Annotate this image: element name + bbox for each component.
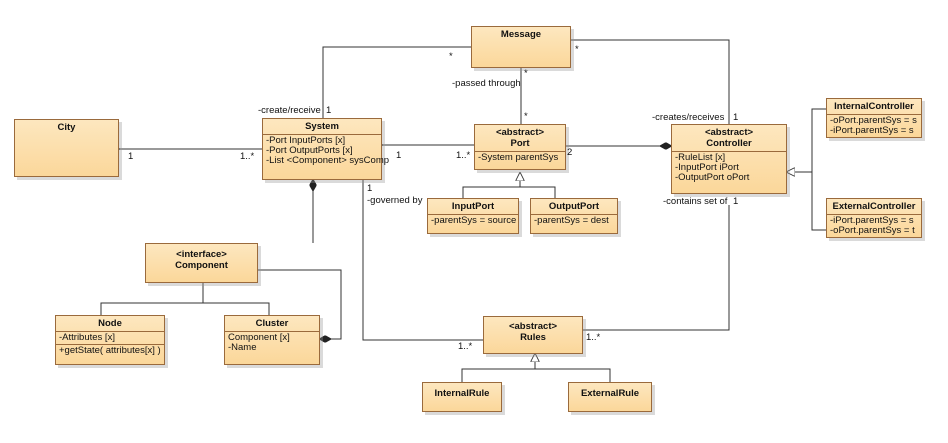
external-rule-class[interactable]: ExternalRule [568, 382, 652, 412]
message-class[interactable]: Message [471, 26, 571, 68]
node-operations: +getState( attributes[x] ) [56, 344, 164, 357]
attribute: -Port OutputPorts [x] [266, 145, 353, 156]
class-name: Controller [706, 138, 752, 149]
multiplicity-label: 1..* [456, 150, 471, 161]
internal-rule-class-name: InternalRule [434, 388, 490, 399]
attribute: -Port InputPorts [x] [266, 135, 346, 146]
role-label: -passed through [452, 78, 521, 89]
multiplicity-label: * [524, 68, 528, 79]
multiplicity-label: 1 [326, 105, 332, 116]
cluster-class-name: Cluster [255, 318, 289, 329]
external-controller-attributes: -iPort.parentSys = s -oPort.parentSys = … [827, 214, 921, 237]
multiplicity-label: 1 [367, 183, 373, 194]
external-controller-class-name: ExternalController [832, 201, 916, 212]
input-port-class[interactable]: InputPort -parentSys = source [427, 198, 519, 234]
stereotype: <abstract> [508, 321, 558, 332]
rules-class-name: <abstract> Rules [484, 317, 582, 345]
class-name: Rules [520, 332, 546, 343]
system-attributes: -Port InputPorts [x] -Port OutputPorts [… [263, 134, 390, 167]
output-port-class-name: OutputPort [548, 201, 600, 212]
multiplicity-label: * [524, 111, 528, 122]
internal-controller-class-name: InternalController [834, 101, 914, 112]
system-class-name: System [305, 121, 339, 132]
external-rule-class-name: ExternalRule [580, 388, 640, 399]
port-class-name: <abstract> Port [475, 125, 565, 151]
multiplicity-label: 1..* [586, 332, 601, 343]
message-controller-edge [571, 39, 730, 124]
message-system-edge [322, 46, 471, 118]
multiplicity-label: 2 [567, 147, 573, 158]
city-class-name: City [57, 122, 76, 133]
attribute: -iPort.parentSys = s [830, 125, 914, 136]
external-controller-class[interactable]: ExternalController -iPort.parentSys = s … [826, 198, 922, 238]
controller-generalization-branch [811, 108, 826, 231]
role-label: -creates/receives [652, 112, 725, 123]
role-label: -contains set of [663, 196, 728, 207]
multiplicity-label: 1 [733, 112, 739, 123]
system-rules-edge [362, 180, 483, 341]
output-port-class[interactable]: OutputPort -parentSys = dest [530, 198, 618, 234]
role-label: -governed by [367, 195, 423, 206]
internal-rule-class[interactable]: InternalRule [422, 382, 502, 412]
multiplicity-label: * [575, 44, 579, 55]
attribute: -oPort.parentSys = s [830, 115, 917, 126]
operation: +getState( attributes[x] ) [59, 345, 161, 356]
node-class-name: Node [98, 318, 122, 329]
attribute: -List <Component> sysComp [266, 155, 390, 166]
stereotype: <interface> [176, 249, 227, 260]
class-name: Component [175, 260, 228, 271]
attribute: -oPort.parentSys = t [830, 225, 915, 236]
message-class-name: Message [500, 29, 542, 40]
attribute: -Attributes [x] [59, 332, 115, 343]
input-port-attributes: -parentSys = source [428, 214, 518, 227]
cluster-class[interactable]: Cluster Component [x] -Name [224, 315, 320, 365]
port-class[interactable]: <abstract> Port -System parentSys [474, 124, 566, 170]
port-attributes: -System parentSys [475, 151, 565, 164]
controller-class-name: <abstract> Controller [672, 125, 786, 151]
input-port-class-name: InputPort [451, 201, 495, 212]
multiplicity-label: 1 [733, 196, 739, 207]
attribute: -RuleList [x] [675, 152, 726, 163]
multiplicity-label: 1..* [240, 151, 255, 162]
multiplicity-label: * [449, 51, 453, 62]
controller-attributes: -RuleList [x] -InputPort iPort -OutputPo… [672, 151, 786, 184]
attribute: -Name [228, 342, 257, 353]
controller-rules-edge [583, 205, 730, 331]
attribute: -parentSys = source [431, 215, 517, 226]
component-class[interactable]: <interface> Component [145, 243, 258, 283]
city-class[interactable]: City [14, 119, 119, 177]
stereotype: <abstract> [495, 127, 545, 138]
attribute: -System parentSys [478, 152, 559, 163]
node-attributes: -Attributes [x] [56, 331, 164, 344]
attribute: -parentSys = dest [534, 215, 609, 226]
multiplicity-label: 1 [128, 151, 134, 162]
attribute: -iPort.parentSys = s [830, 215, 914, 226]
attribute: Component [x] [228, 332, 290, 343]
cluster-attributes: Component [x] -Name [225, 331, 319, 354]
rules-class[interactable]: <abstract> Rules [483, 316, 583, 354]
multiplicity-label: 1..* [458, 341, 473, 352]
system-class[interactable]: System -Port InputPorts [x] -Port Output… [262, 118, 390, 180]
component-realization-branch [100, 302, 270, 315]
node-class[interactable]: Node -Attributes [x] +getState( attribut… [55, 315, 165, 365]
output-port-attributes: -parentSys = dest [531, 214, 617, 227]
component-class-name: <interface> Component [146, 244, 257, 273]
internal-controller-attributes: -oPort.parentSys = s -iPort.parentSys = … [827, 114, 921, 137]
port-generalization-branch [462, 186, 556, 198]
multiplicity-label: 1 [396, 150, 402, 161]
attribute: -OutputPort oPort [675, 172, 750, 183]
attribute: -InputPort iPort [675, 162, 739, 173]
component-cluster-edge [258, 269, 342, 339]
rules-generalization-branch [461, 368, 611, 382]
stereotype: <abstract> [704, 127, 754, 138]
role-label: -create/receive [258, 105, 321, 116]
class-name: Port [510, 138, 530, 149]
controller-class[interactable]: <abstract> Controller -RuleList [x] -Inp… [671, 124, 787, 194]
internal-controller-class[interactable]: InternalController -oPort.parentSys = s … [826, 98, 922, 138]
